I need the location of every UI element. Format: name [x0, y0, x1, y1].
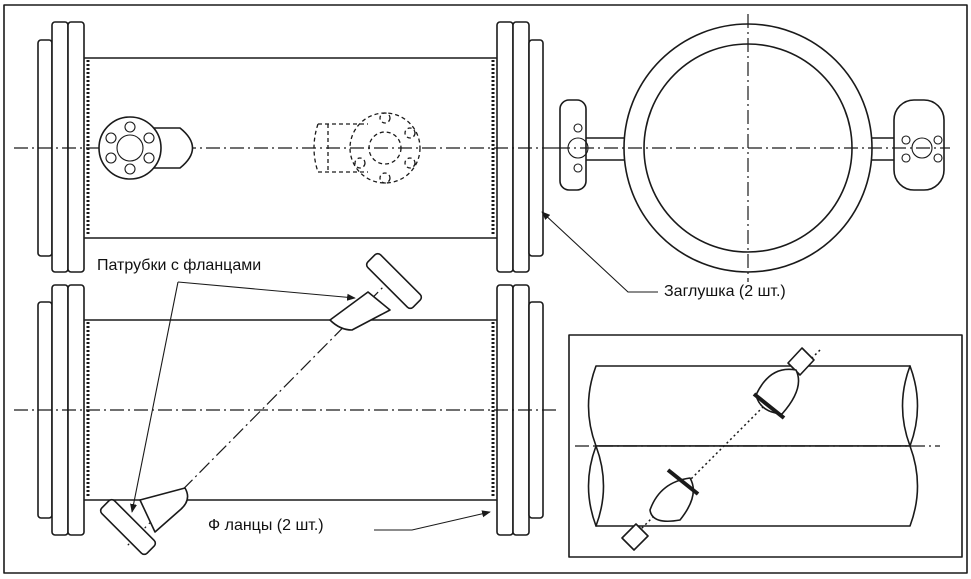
plug-label: Заглушка (2 шт.): [664, 283, 786, 300]
nozzles-label: Патрубки с фланцами: [97, 257, 262, 274]
end-view: [556, 14, 950, 282]
bottom-pipe-view: [14, 252, 556, 556]
flanges-label: Ф ланцы (2 шт.): [208, 517, 324, 534]
perspective-sketch: [568, 334, 963, 558]
top-pipe-side-view: [14, 21, 556, 273]
drawing-border: [3, 4, 968, 574]
sketch-frame: [568, 334, 963, 558]
leader-lines: [130, 211, 658, 531]
